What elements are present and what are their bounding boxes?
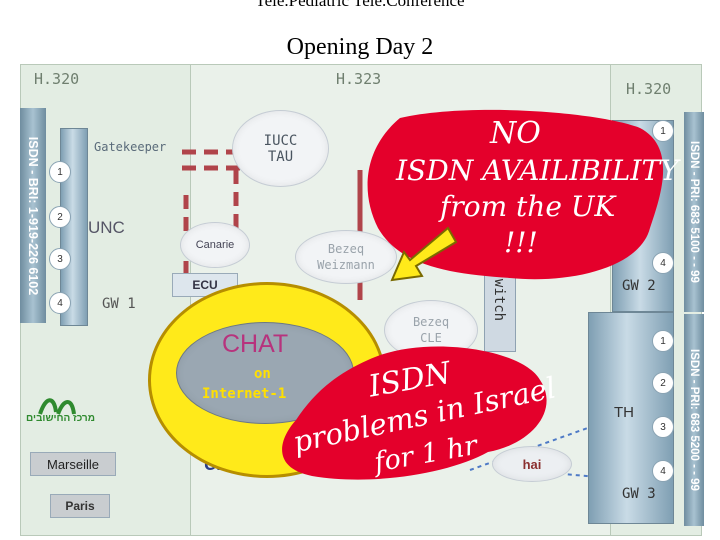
right-isdn-pri-top-label: ISDN - PRI: 683 5100 - - 99	[688, 141, 700, 283]
marseille-box: Marseille	[30, 452, 116, 476]
right-isdn-pri-bottom-label: ISDN - PRI: 683 5200 - - 99	[688, 349, 700, 491]
callout-bottom-shape	[282, 346, 547, 480]
left-port-3: 3	[49, 248, 71, 270]
th-label: TH	[614, 404, 634, 421]
ecu-label: ECU	[192, 278, 218, 292]
marseille-label: Marseille	[46, 456, 99, 472]
zone-label-center: H.323	[336, 70, 382, 88]
page-title: Tele.Pediatric Tele.Conference	[255, 0, 465, 10]
callout-top-line4: !!!	[504, 226, 538, 259]
callout-top-line1: NO	[490, 116, 541, 151]
gw1-label: GW 1	[102, 296, 136, 312]
bezeq-weizmann-cloud: Bezeq Weizmann	[295, 230, 397, 284]
chat-cloud	[176, 322, 354, 424]
zone-label-left: H.320	[34, 70, 80, 88]
gw2-label: GW 2	[622, 278, 656, 294]
iucc-tau-cloud: IUCC TAU	[232, 110, 329, 187]
logo-text: מרכז החישובים	[26, 413, 95, 424]
hai-cloud: hai	[492, 446, 572, 482]
zone-label-right: H.320	[626, 80, 672, 98]
right-bottom-port-1: 1	[652, 330, 674, 352]
right-isdn-pri-bar-bottom: ISDN - PRI: 683 5200 - - 99	[684, 314, 704, 526]
paris-box: Paris	[50, 494, 110, 518]
gw3-label: GW 3	[622, 486, 656, 502]
callout-top-line2: ISDN AVAILIBILITY	[396, 154, 679, 187]
bezeq-weizmann-label: Bezeq Weizmann	[317, 242, 375, 272]
unc-label: UNC	[88, 218, 125, 237]
left-isdn-bri-bar: ISDN - BRI: 1-919-226 6102	[20, 108, 46, 323]
chat-line1: on	[254, 366, 271, 382]
bezeq-cle-label: Bezeq CLE	[412, 315, 450, 345]
right-top-port-4: 4	[652, 252, 674, 274]
paris-label: Paris	[65, 499, 95, 513]
callout-top-line3: from the UK	[440, 190, 616, 223]
left-port-1: 1	[49, 161, 71, 183]
right-top-port-1: 1	[652, 120, 674, 142]
chat-title: CHAT	[222, 330, 289, 358]
right-bottom-port-3: 3	[652, 416, 674, 438]
gatekeeper-label: Gatekeeper	[94, 140, 167, 154]
left-port-2: 2	[49, 206, 71, 228]
right-bottom-port-2: 2	[652, 372, 674, 394]
arrow-icon	[390, 226, 458, 282]
chat-line2: Internet-1	[202, 386, 287, 402]
canarie-label: Canarie	[195, 239, 235, 251]
hai-label: hai	[522, 456, 542, 472]
left-port-4: 4	[49, 292, 71, 314]
logo-icon	[20, 392, 90, 432]
left-router-bar	[60, 128, 88, 326]
right-bottom-port-4: 4	[652, 460, 674, 482]
right-isdn-pri-bar-top: ISDN - PRI: 683 5100 - - 99	[684, 112, 704, 312]
iucc-tau-label: IUCC TAU	[263, 132, 298, 165]
canarie-cloud: Canarie	[180, 222, 250, 268]
page-subtitle: Opening Day 2	[286, 34, 434, 60]
